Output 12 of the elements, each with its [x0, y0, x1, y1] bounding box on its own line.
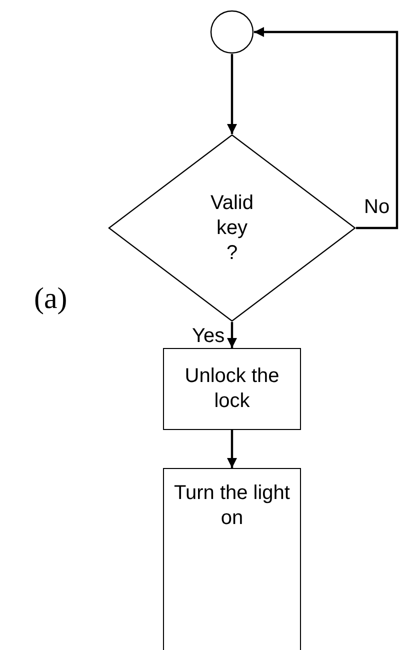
arrow	[227, 430, 237, 468]
node-text: Valid key ?	[210, 190, 254, 266]
process-box	[163, 348, 301, 430]
node-text: Turn the light on	[173, 481, 291, 531]
arrow	[227, 322, 237, 348]
process-box	[163, 468, 301, 650]
decision-diamond	[108, 134, 356, 322]
arrow	[254, 27, 398, 230]
start-circle	[210, 10, 254, 54]
node-text: Unlock the lock	[184, 364, 280, 414]
panel-label: (a)	[34, 282, 68, 316]
arrow	[227, 54, 237, 134]
